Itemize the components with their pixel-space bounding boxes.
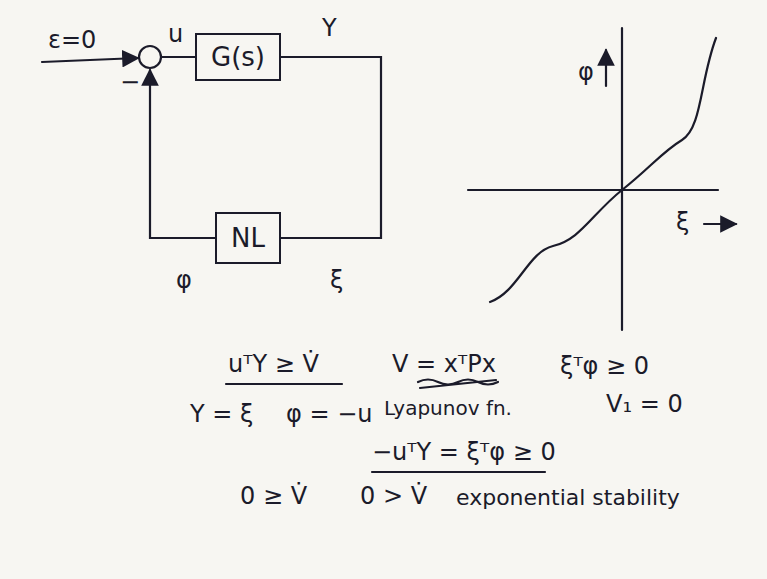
block-box: NL <box>215 212 281 264</box>
summing-junction <box>139 46 161 68</box>
signal-label: u <box>168 20 183 48</box>
nonlinearity-curve <box>490 38 716 302</box>
signal-label: ε=0 <box>48 26 96 54</box>
underline <box>372 471 545 473</box>
signal-label: − <box>120 68 140 96</box>
signal-label: φ <box>176 266 192 294</box>
underline <box>226 383 342 385</box>
input-arrow <box>42 58 138 62</box>
block-label: NL <box>231 223 265 253</box>
signal-wire <box>281 57 381 238</box>
error-wire <box>161 56 196 58</box>
equation-text: V₁ = 0 <box>606 390 683 418</box>
scribble <box>418 380 498 389</box>
signal-label: Y <box>322 14 337 42</box>
xi-axis <box>468 189 718 191</box>
equation-text: 0 ≥ V̇ <box>240 482 307 510</box>
equation-text: φ = −u <box>286 400 373 428</box>
signal-label: ξ <box>676 208 689 236</box>
block-label: G(s) <box>211 42 265 72</box>
equation-text: exponential stability <box>456 484 680 512</box>
equation-text: −uᵀY = ξᵀφ ≥ 0 <box>372 438 556 466</box>
signal-label: ξ <box>330 266 343 294</box>
equation-text: Y = ξ <box>190 400 253 428</box>
axis-arrow-right <box>704 223 736 225</box>
feedback-wire <box>150 70 216 238</box>
phi-axis <box>621 28 623 330</box>
equation-text: 0 > V̇ <box>360 482 427 510</box>
equation-text: uᵀY ≥ V̇ <box>228 350 319 378</box>
axis-arrow-up <box>605 50 607 86</box>
equation-text: V = xᵀPx <box>392 350 496 378</box>
block-box: G(s) <box>195 33 281 81</box>
signal-label: φ <box>578 58 594 86</box>
equation-text: ξᵀφ ≥ 0 <box>560 352 649 380</box>
equation-text: Lyapunov fn. <box>384 394 512 422</box>
